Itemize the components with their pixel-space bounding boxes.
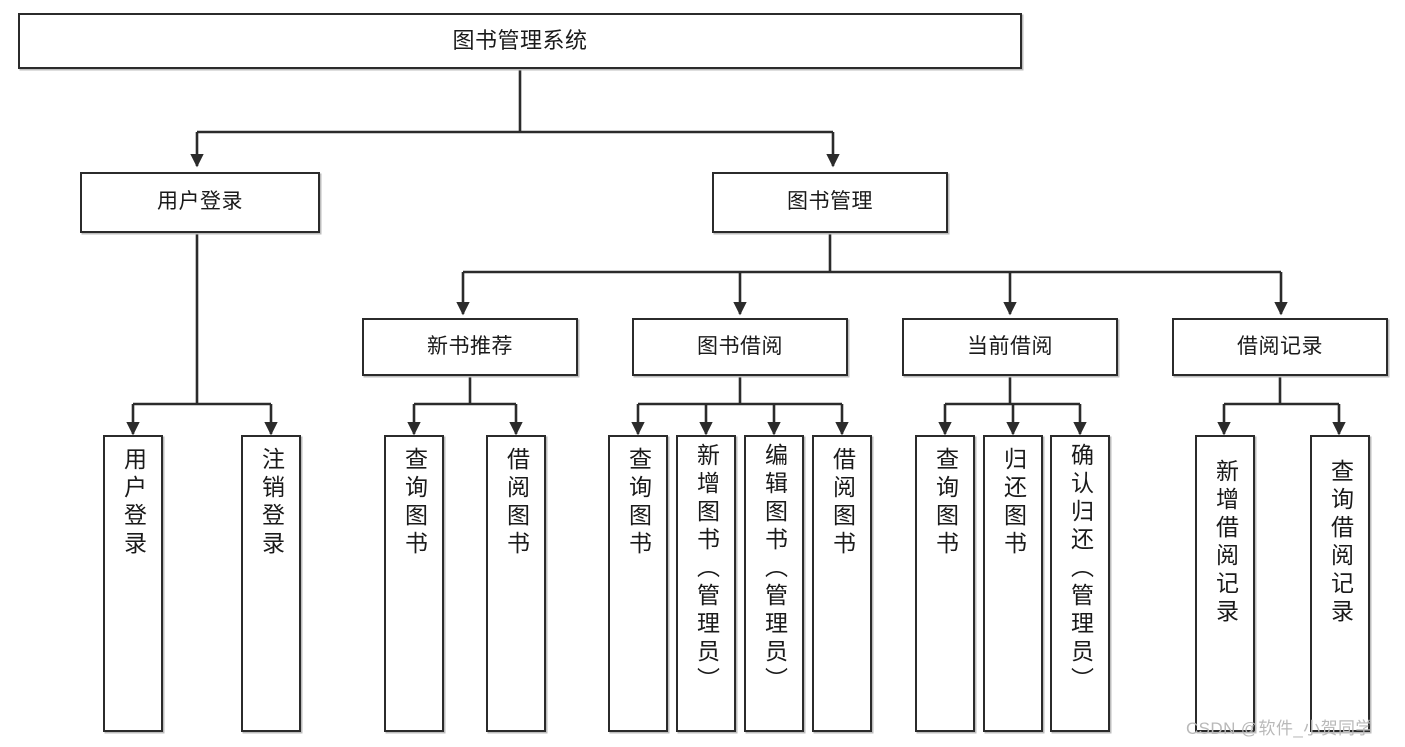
node-label: 查询图书 [625,447,652,559]
leaf-query-book-borrow[interactable]: 查询图书 [608,435,668,732]
leaf-query-borrow-record[interactable]: 查询借阅记录 [1310,435,1370,732]
node-label: 查询图书 [401,447,428,559]
node-label: 图书管理系统 [452,28,588,54]
leaf-query-book-recommend[interactable]: 查询图书 [384,435,444,732]
node-current-borrow[interactable]: 当前借阅 [902,318,1118,376]
leaf-return-book[interactable]: 归还图书 [983,435,1043,732]
node-label: 查询借阅记录 [1327,459,1354,627]
node-book-borrow[interactable]: 图书借阅 [632,318,848,376]
leaf-add-book-admin[interactable]: 新增图书（管理员） [676,435,736,732]
node-label: 新增借阅记录 [1212,459,1239,627]
node-label: 当前借阅 [967,334,1053,358]
node-label: 归还图书 [1000,447,1027,559]
node-label: 确认归还（管理员） [1067,443,1094,695]
node-label: 新书推荐 [427,334,513,358]
node-label: 借阅图书 [829,447,856,559]
node-label: 注销登录 [258,447,285,559]
node-label: 借阅记录 [1237,334,1323,358]
leaf-logout-login[interactable]: 注销登录 [241,435,301,732]
node-label: 用户登录 [157,190,243,214]
leaf-confirm-return-admin[interactable]: 确认归还（管理员） [1050,435,1110,732]
leaf-borrow-book-recommend[interactable]: 借阅图书 [486,435,546,732]
node-new-book-recommend[interactable]: 新书推荐 [362,318,578,376]
node-label: 用户登录 [120,447,147,559]
node-label: 图书借阅 [697,334,783,358]
leaf-query-book-current[interactable]: 查询图书 [915,435,975,732]
leaf-user-login[interactable]: 用户登录 [103,435,163,732]
node-label: 编辑图书（管理员） [761,443,788,695]
leaf-borrow-book-borrow[interactable]: 借阅图书 [812,435,872,732]
node-label: 借阅图书 [503,447,530,559]
watermark: CSDN @软件_小贺同学 [1186,719,1373,738]
node-root-book-management-system[interactable]: 图书管理系统 [18,13,1022,69]
node-user-login[interactable]: 用户登录 [80,172,320,233]
node-label: 图书管理 [787,190,873,214]
leaf-edit-book-admin[interactable]: 编辑图书（管理员） [744,435,804,732]
leaf-add-borrow-record[interactable]: 新增借阅记录 [1195,435,1255,732]
node-label: 新增图书（管理员） [693,443,720,695]
node-borrow-record[interactable]: 借阅记录 [1172,318,1388,376]
node-label: 查询图书 [932,447,959,559]
node-book-management[interactable]: 图书管理 [712,172,948,233]
